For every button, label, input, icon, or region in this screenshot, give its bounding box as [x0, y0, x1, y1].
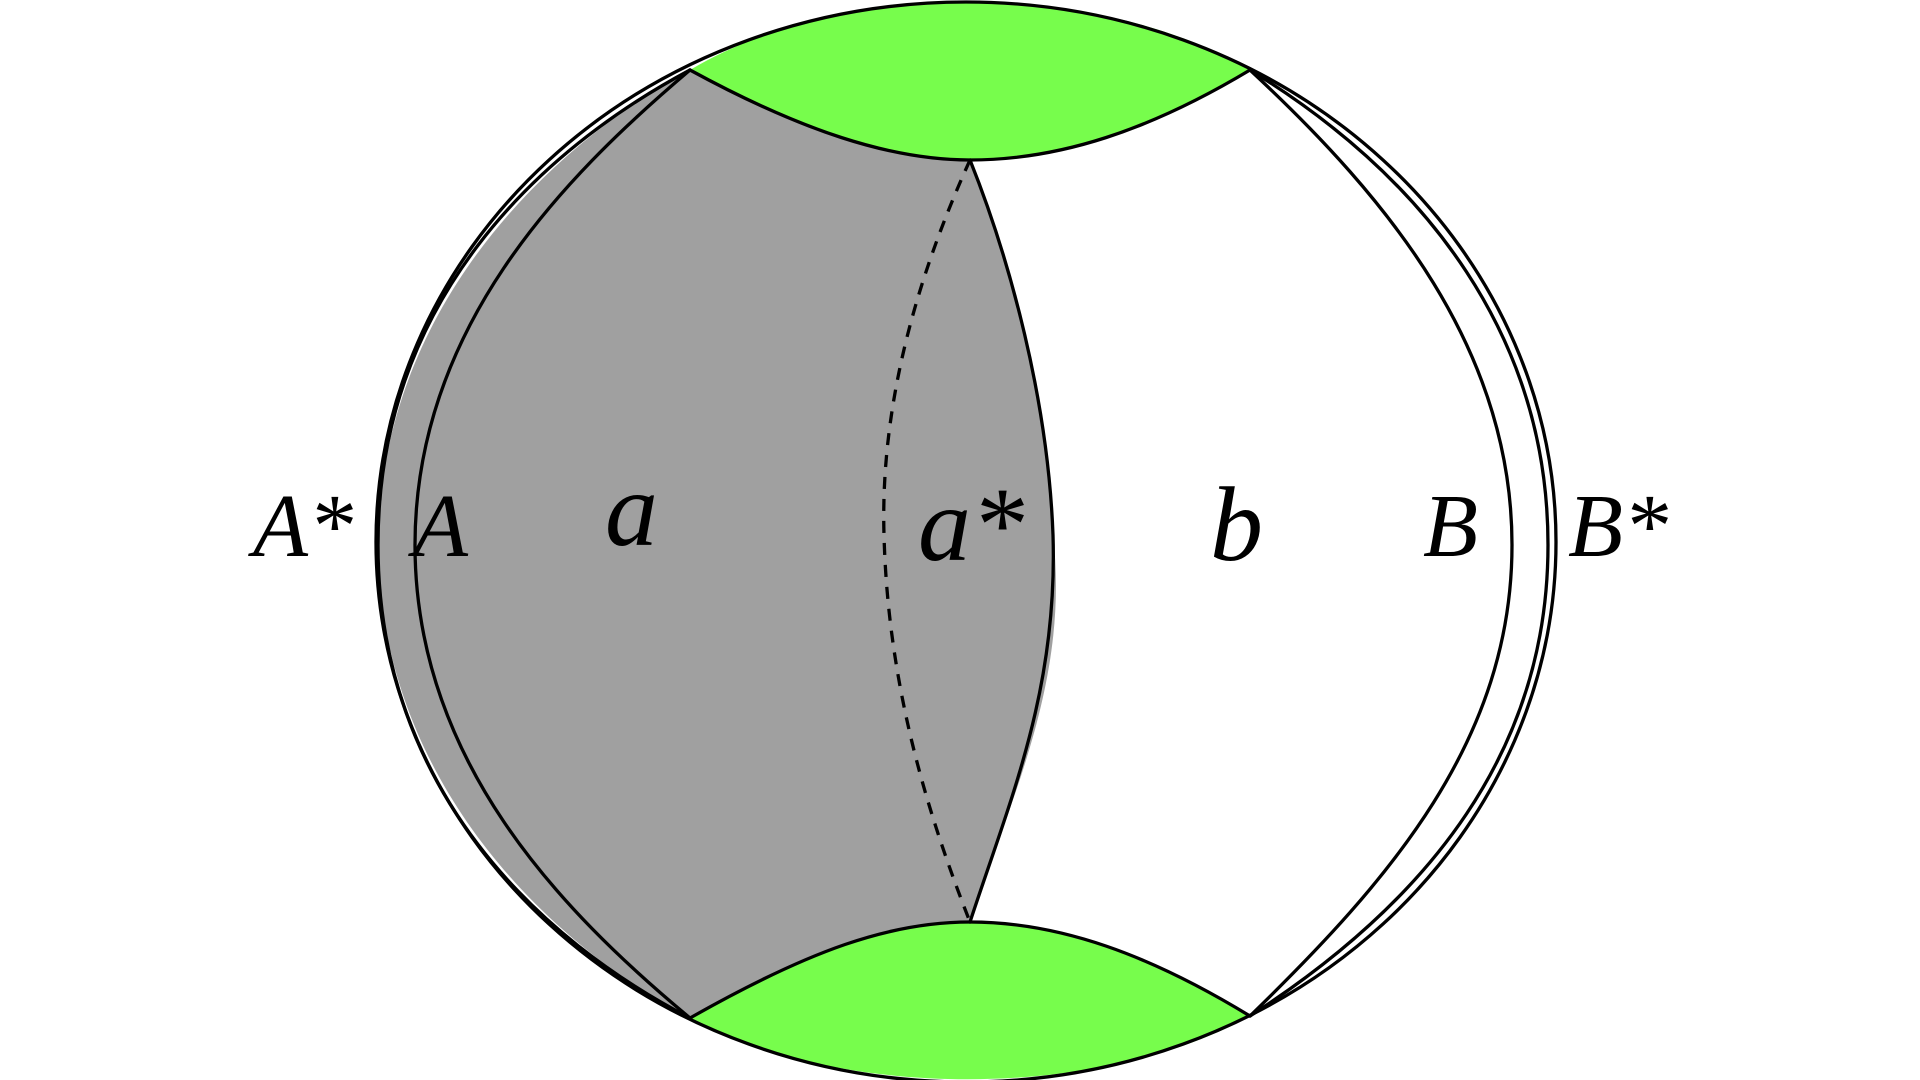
label-a: a — [605, 451, 658, 568]
green-cap-bottom — [690, 922, 1250, 1080]
green-cap-top — [690, 2, 1250, 160]
dashed-geodesic — [882, 159, 972, 923]
label-b: b — [1210, 466, 1263, 583]
label-a-star: a* — [918, 466, 1024, 583]
grey-region-a — [378, 70, 1056, 1018]
curve-A — [413, 68, 692, 1020]
label-A-star: A* — [248, 477, 353, 576]
outer-boundary-circle — [374, 0, 1558, 1080]
label-B: B — [1423, 477, 1478, 576]
curve-B — [1248, 68, 1514, 1018]
label-A: A — [408, 477, 469, 576]
curve-B-star — [1248, 68, 1550, 1018]
label-B-star: B* — [1568, 477, 1668, 576]
curve-a-star — [968, 158, 1056, 924]
curve-A-star — [376, 68, 692, 1020]
